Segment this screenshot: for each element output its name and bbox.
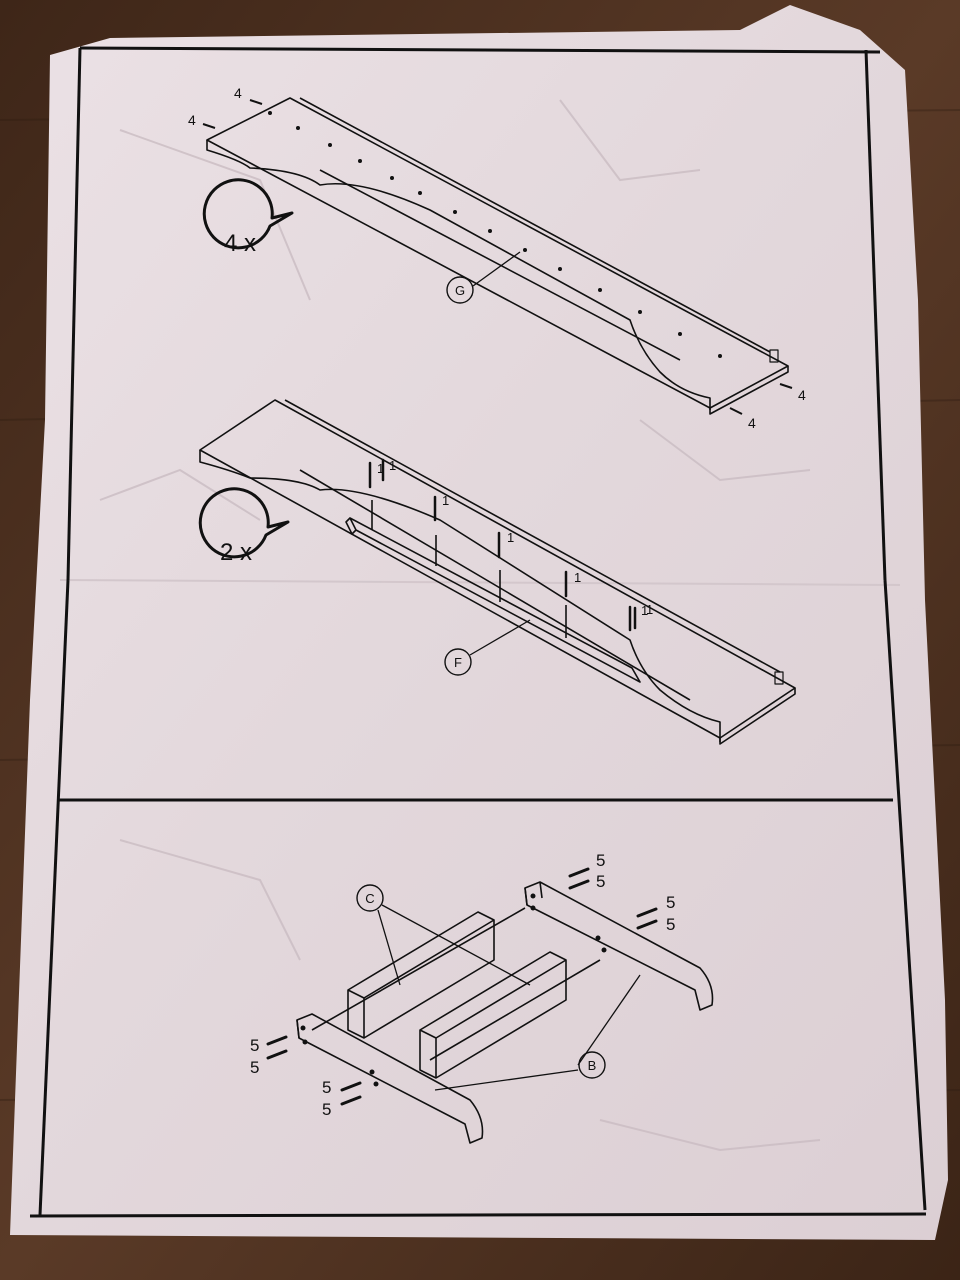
- step3-part-label-c: C: [365, 891, 374, 906]
- step1-part-callout: G: [446, 276, 474, 304]
- step2-screw-label-4: 1: [574, 570, 581, 585]
- step2-multiplier: 2 x: [220, 539, 252, 566]
- step2-screw-label-5: 1: [641, 603, 648, 618]
- step3-screw-label-2: 5: [596, 872, 605, 891]
- step3-screw-label-3: 5: [666, 893, 675, 912]
- step3-callout-b-lines: [434, 974, 641, 1091]
- step3-screw-label-7: 5: [322, 1078, 331, 1097]
- step2-part-label: F: [454, 655, 462, 670]
- step2-quantity-bubble: 2 x: [198, 487, 290, 566]
- step1-screw-label-3: 4: [798, 387, 806, 403]
- step1-screw-label-1: 4: [234, 85, 242, 101]
- step3-part-callout-b: B: [578, 1051, 606, 1079]
- paper-sheet: [10, 5, 948, 1240]
- step1-multiplier: 4 x: [224, 230, 256, 257]
- step3-screw-label-4: 5: [666, 915, 675, 934]
- step2-screw-label-3: 1: [507, 530, 514, 545]
- step2-callout-line: [469, 619, 531, 656]
- step2-screw-label-2: 1: [442, 493, 449, 508]
- step3-screw-label-6: 5: [250, 1058, 259, 1077]
- step3-screw-label-1: 5: [596, 851, 605, 870]
- step1-callout-line: [472, 251, 521, 287]
- step2-diagram: [199, 399, 796, 745]
- step3-screw-label-5: 5: [250, 1036, 259, 1055]
- step1-holes: [268, 111, 722, 358]
- paper-wrinkles: [59, 99, 901, 1152]
- step2-screws: [368, 458, 637, 632]
- step1-dowels: [202, 99, 793, 415]
- step3-screws: [266, 867, 658, 1106]
- step2-screw-label-1: 1: [377, 461, 384, 476]
- step3-screw-label-8: 5: [322, 1100, 331, 1119]
- step3-diagram: [296, 881, 714, 1144]
- step3-part-callout-c: C: [356, 884, 384, 912]
- step1-quantity-bubble: 4 x: [202, 178, 294, 257]
- step3-holes: [300, 893, 607, 1087]
- step2-screw-label-6: 1: [389, 458, 396, 473]
- step3-callout-c-lines: [377, 904, 531, 986]
- step2-part-callout: F: [444, 648, 472, 676]
- step3-part-label-b: B: [588, 1058, 597, 1073]
- page-frame: [29, 46, 927, 1218]
- step1-screw-label-2: 4: [188, 112, 196, 128]
- step1-diagram: [206, 97, 789, 415]
- step2-screw-label-7: 1: [646, 602, 653, 617]
- step1-part-label: G: [455, 283, 465, 298]
- step1-screw-label-4: 4: [748, 415, 756, 431]
